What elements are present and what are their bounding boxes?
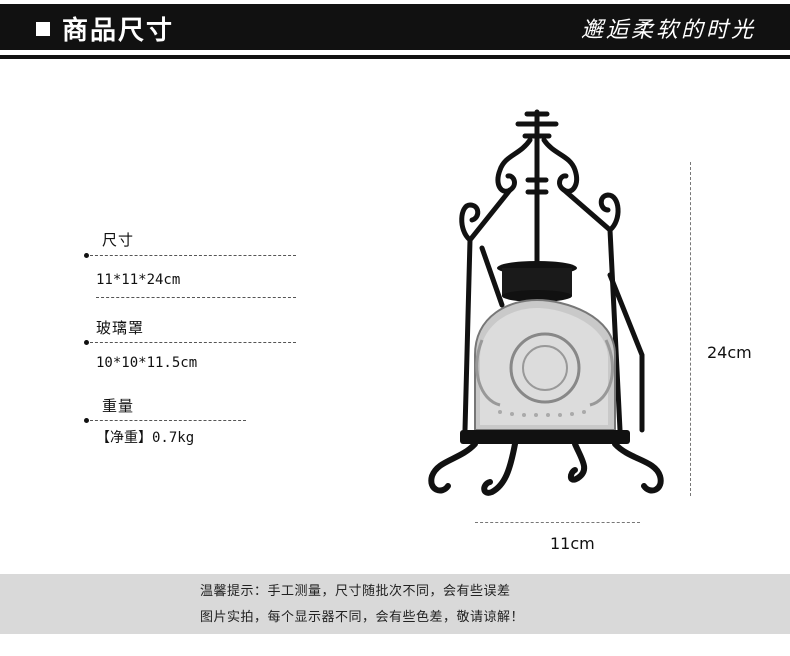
width-dimension-line <box>475 522 640 523</box>
spec-divider <box>90 342 296 343</box>
spec-divider <box>96 297 296 298</box>
spec-bullet <box>84 340 89 345</box>
spec-bullet <box>84 418 89 423</box>
height-dimension-label: 24cm <box>707 343 752 362</box>
header-bar: 商品尺寸 邂逅柔软的时光 <box>0 4 790 50</box>
spec-label-glass: 玻璃罩 <box>96 319 145 337</box>
candle-lantern-image <box>428 109 664 496</box>
spec-divider <box>90 255 296 256</box>
header-slogan: 邂逅柔软的时光 <box>580 18 756 43</box>
header-square-icon <box>36 22 50 36</box>
width-dimension-label: 11cm <box>550 534 595 553</box>
spec-divider <box>90 420 246 421</box>
spec-value-glass: 10*10*11.5cm <box>96 355 198 371</box>
header-rule <box>0 55 790 59</box>
footer-line-2: 图片实拍，每个显示器不同，会有些色差，敬请谅解！ <box>200 610 525 625</box>
spec-label-size: 尺寸 <box>102 231 135 249</box>
spec-value-weight: 【净重】0.7kg <box>96 430 195 446</box>
height-dimension-line <box>690 162 691 496</box>
spec-label-weight: 重量 <box>102 397 135 415</box>
spec-bullet <box>84 253 89 258</box>
spec-value-size: 11*11*24cm <box>96 272 181 288</box>
footer-notice: 温馨提示：手工测量，尺寸随批次不同，会有些误差 图片实拍，每个显示器不同，会有些… <box>0 574 790 634</box>
page-title: 商品尺寸 <box>62 16 175 46</box>
footer-line-1: 温馨提示：手工测量，尺寸随批次不同，会有些误差 <box>200 584 511 599</box>
